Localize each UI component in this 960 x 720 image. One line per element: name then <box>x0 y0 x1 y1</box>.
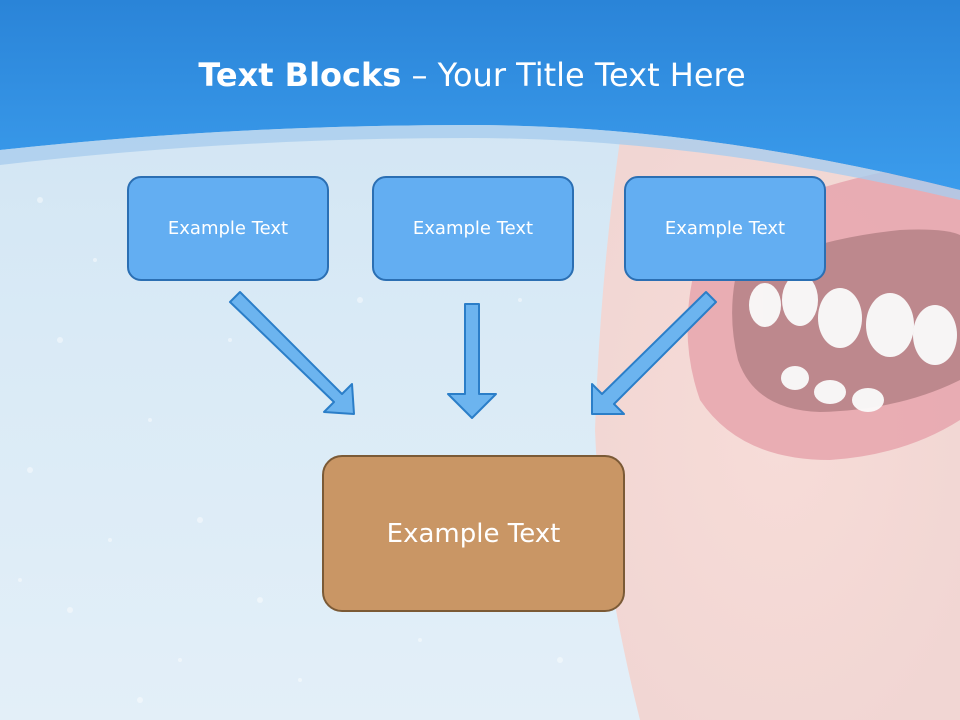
header-band <box>0 0 960 190</box>
snowflake-pattern <box>18 197 563 703</box>
text-block-3[interactable]: Example Text <box>624 176 826 281</box>
text-block-1-label: Example Text <box>167 218 289 239</box>
text-block-2[interactable]: Example Text <box>372 176 574 281</box>
title-rest: Your Title Text Here <box>437 56 746 94</box>
text-block-3-label: Example Text <box>664 218 786 239</box>
title-bold: Text Blocks <box>198 56 402 94</box>
text-block-2-label: Example Text <box>412 218 534 239</box>
text-block-1[interactable]: Example Text <box>127 176 329 281</box>
title-dash: – <box>401 56 438 94</box>
target-text-block-label: Example Text <box>386 518 561 549</box>
slide-title: Text Blocks – Your Title Text Here <box>0 52 944 98</box>
header-arc <box>0 125 960 200</box>
target-text-block[interactable]: Example Text <box>322 455 625 612</box>
